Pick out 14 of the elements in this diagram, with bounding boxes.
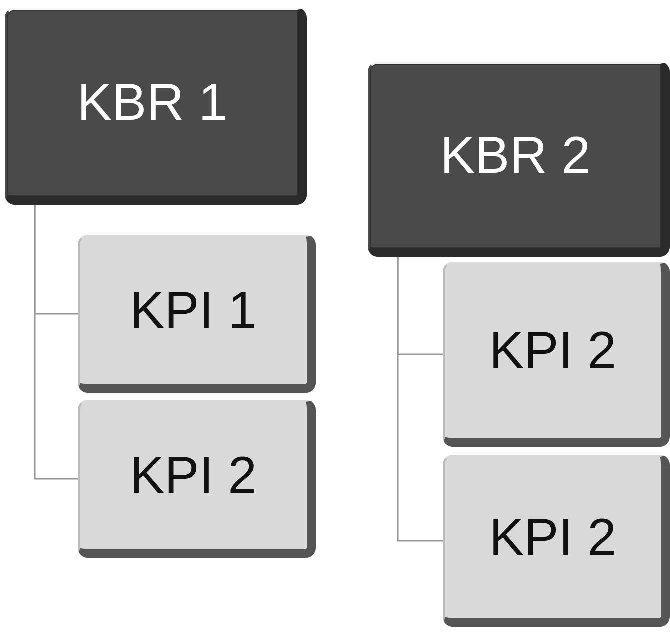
connector-line [34,205,78,480]
item-box [443,455,670,627]
box-label: KPI 2 [489,321,617,381]
box-label: KPI 2 [489,508,617,568]
item-box [78,400,316,558]
item-box [443,262,670,447]
box-label: KPI 2 [130,446,258,506]
box-label: KBR 1 [77,73,228,133]
box-label: KBR 2 [440,126,591,186]
header-box [368,62,670,257]
box-label: KPI 1 [130,280,258,340]
item-box [78,235,316,393]
connector-line [397,257,443,542]
header-box [5,8,307,205]
